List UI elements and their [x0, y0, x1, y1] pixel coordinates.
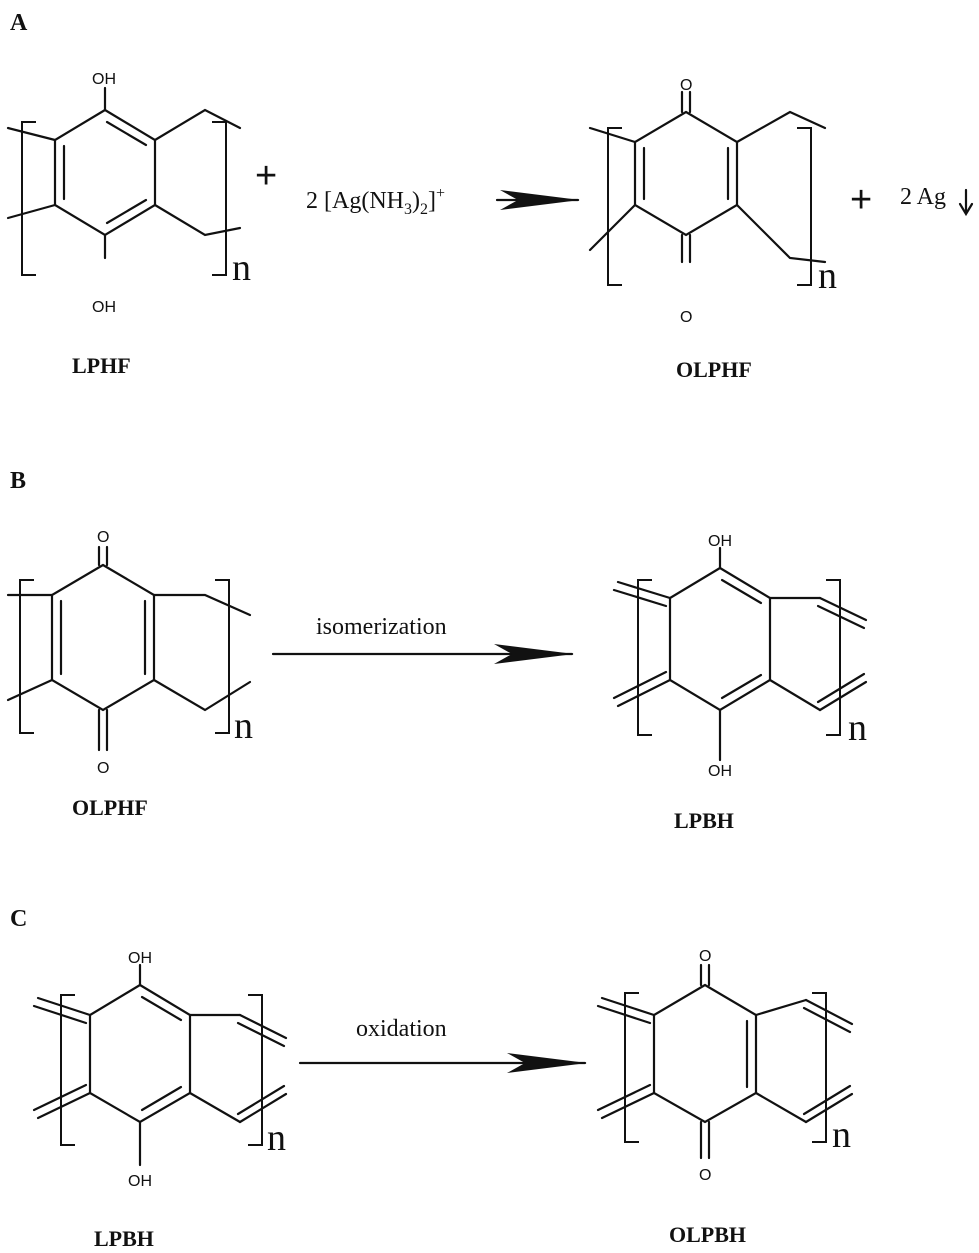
- panel-a-reagent: 2 [Ag(NH3)2]+: [306, 185, 445, 218]
- bracket-right: [797, 127, 812, 286]
- panel-a-reactant-oh-bottom: OH: [92, 299, 116, 316]
- panel-c-product-o-top: O: [699, 948, 711, 965]
- panel-c-product-o-bottom: O: [699, 1167, 711, 1184]
- bracket-right: [212, 121, 227, 276]
- bridge-bottom: [188, 1091, 242, 1124]
- panel-b-reactant-label: OLPHF: [72, 795, 148, 820]
- bracket-left: [19, 579, 34, 734]
- bracket-left: [624, 992, 639, 1143]
- bridge-top: [153, 108, 242, 142]
- exo-double-bond: [804, 998, 854, 1026]
- panel-c-letter: C: [10, 906, 27, 932]
- bridge-bottom: [153, 203, 242, 237]
- panel-c-reactant-structure: [32, 963, 288, 1167]
- panel-a-plus-1: +: [255, 155, 277, 197]
- double-bond-inner: [720, 578, 763, 605]
- panel-c-product-label: OLPBH: [669, 1222, 746, 1247]
- chain-end: [6, 126, 57, 142]
- panel-c-reactant-oh-bottom: OH: [128, 1173, 152, 1190]
- bridge-top: [754, 998, 808, 1017]
- chain-end: [6, 678, 54, 702]
- bracket-right: [215, 579, 230, 734]
- exo-double-bond: [804, 1092, 854, 1124]
- double-bond-inner: [140, 1085, 183, 1112]
- panel-b-reactant-o-top: O: [97, 529, 109, 546]
- panel-b-arrow-label: isomerization: [316, 614, 447, 640]
- ring-bonds: [53, 108, 157, 237]
- panel-a-product-o-bottom: O: [680, 309, 692, 326]
- panel-c-product-structure: [596, 963, 854, 1160]
- panel-a-silver: 2 Ag: [900, 184, 946, 210]
- panel-b-letter: B: [10, 468, 26, 494]
- panel-a-letter: A: [10, 10, 28, 36]
- ring-bonds: [88, 983, 192, 1124]
- panel-a-reactant-structure: [6, 86, 242, 276]
- exo-double-bond: [616, 678, 672, 708]
- chain-end: [588, 126, 637, 144]
- double-bond-inner: [105, 198, 148, 225]
- bridge-bottom: [754, 1091, 808, 1124]
- panel-b-reactant-o-bottom: O: [97, 760, 109, 777]
- double-bond-inner: [140, 995, 183, 1022]
- panel-a-plus-2: +: [850, 179, 872, 221]
- bracket-left: [60, 994, 75, 1146]
- panel-a-reactant-repeat: n: [232, 247, 251, 289]
- bracket-right: [248, 994, 263, 1146]
- exo-double-bond: [612, 670, 668, 700]
- panel-a-reactant-label: LPHF: [72, 353, 131, 378]
- panel-c-product-repeat: n: [832, 1114, 851, 1156]
- bridge-top: [152, 593, 252, 617]
- bracket-left: [637, 579, 652, 736]
- bridge-top: [735, 110, 827, 144]
- ring-bonds: [633, 110, 739, 237]
- bridge-bottom: [152, 678, 252, 712]
- panel-c-reactant-label: LPBH: [94, 1226, 154, 1251]
- ring-bonds: [668, 566, 772, 712]
- exo-double-bond: [818, 596, 868, 622]
- chain-end: [588, 203, 637, 252]
- panel-b-product-structure: [612, 546, 868, 762]
- panel-a-product-o-top: O: [680, 77, 692, 94]
- bracket-right: [812, 992, 827, 1143]
- panel-c-reactant-oh-top: OH: [128, 950, 152, 967]
- panel-a-product-structure: [588, 90, 827, 286]
- exo-double-bond: [36, 996, 92, 1017]
- bracket-left: [21, 121, 36, 276]
- precipitate-arrow-icon: [958, 188, 974, 217]
- panel-b-product-repeat: n: [848, 707, 867, 749]
- bridge-bottom: [768, 678, 822, 712]
- panel-b-product-label: LPBH: [674, 808, 734, 833]
- double-bond-inner: [720, 673, 763, 700]
- exo-double-bond: [818, 680, 868, 712]
- double-bond-inner: [105, 120, 148, 147]
- panel-b-product-oh-top: OH: [708, 533, 732, 550]
- exo-double-bond: [612, 588, 668, 608]
- exo-double-bond: [600, 996, 656, 1017]
- panel-b-reactant-repeat: n: [234, 705, 253, 747]
- ring-bonds: [50, 563, 156, 712]
- ring-bonds: [652, 983, 758, 1124]
- bracket-right: [826, 579, 841, 736]
- panel-b-reactant-structure: [6, 545, 252, 752]
- chain-end: [6, 203, 57, 220]
- bridge-bottom: [735, 203, 827, 264]
- panel-c-reactant-repeat: n: [267, 1117, 286, 1159]
- panel-a-reactant-oh-top: OH: [92, 71, 116, 88]
- bracket-left: [607, 127, 622, 286]
- panel-a-product-repeat: n: [818, 255, 837, 297]
- exo-double-bond: [36, 1091, 92, 1120]
- exo-double-bond: [600, 1091, 656, 1120]
- panel-b-product-oh-bottom: OH: [708, 763, 732, 780]
- panel-a-product-label: OLPHF: [676, 357, 752, 382]
- exo-double-bond: [616, 580, 672, 600]
- panel-c-arrow-label: oxidation: [356, 1016, 447, 1042]
